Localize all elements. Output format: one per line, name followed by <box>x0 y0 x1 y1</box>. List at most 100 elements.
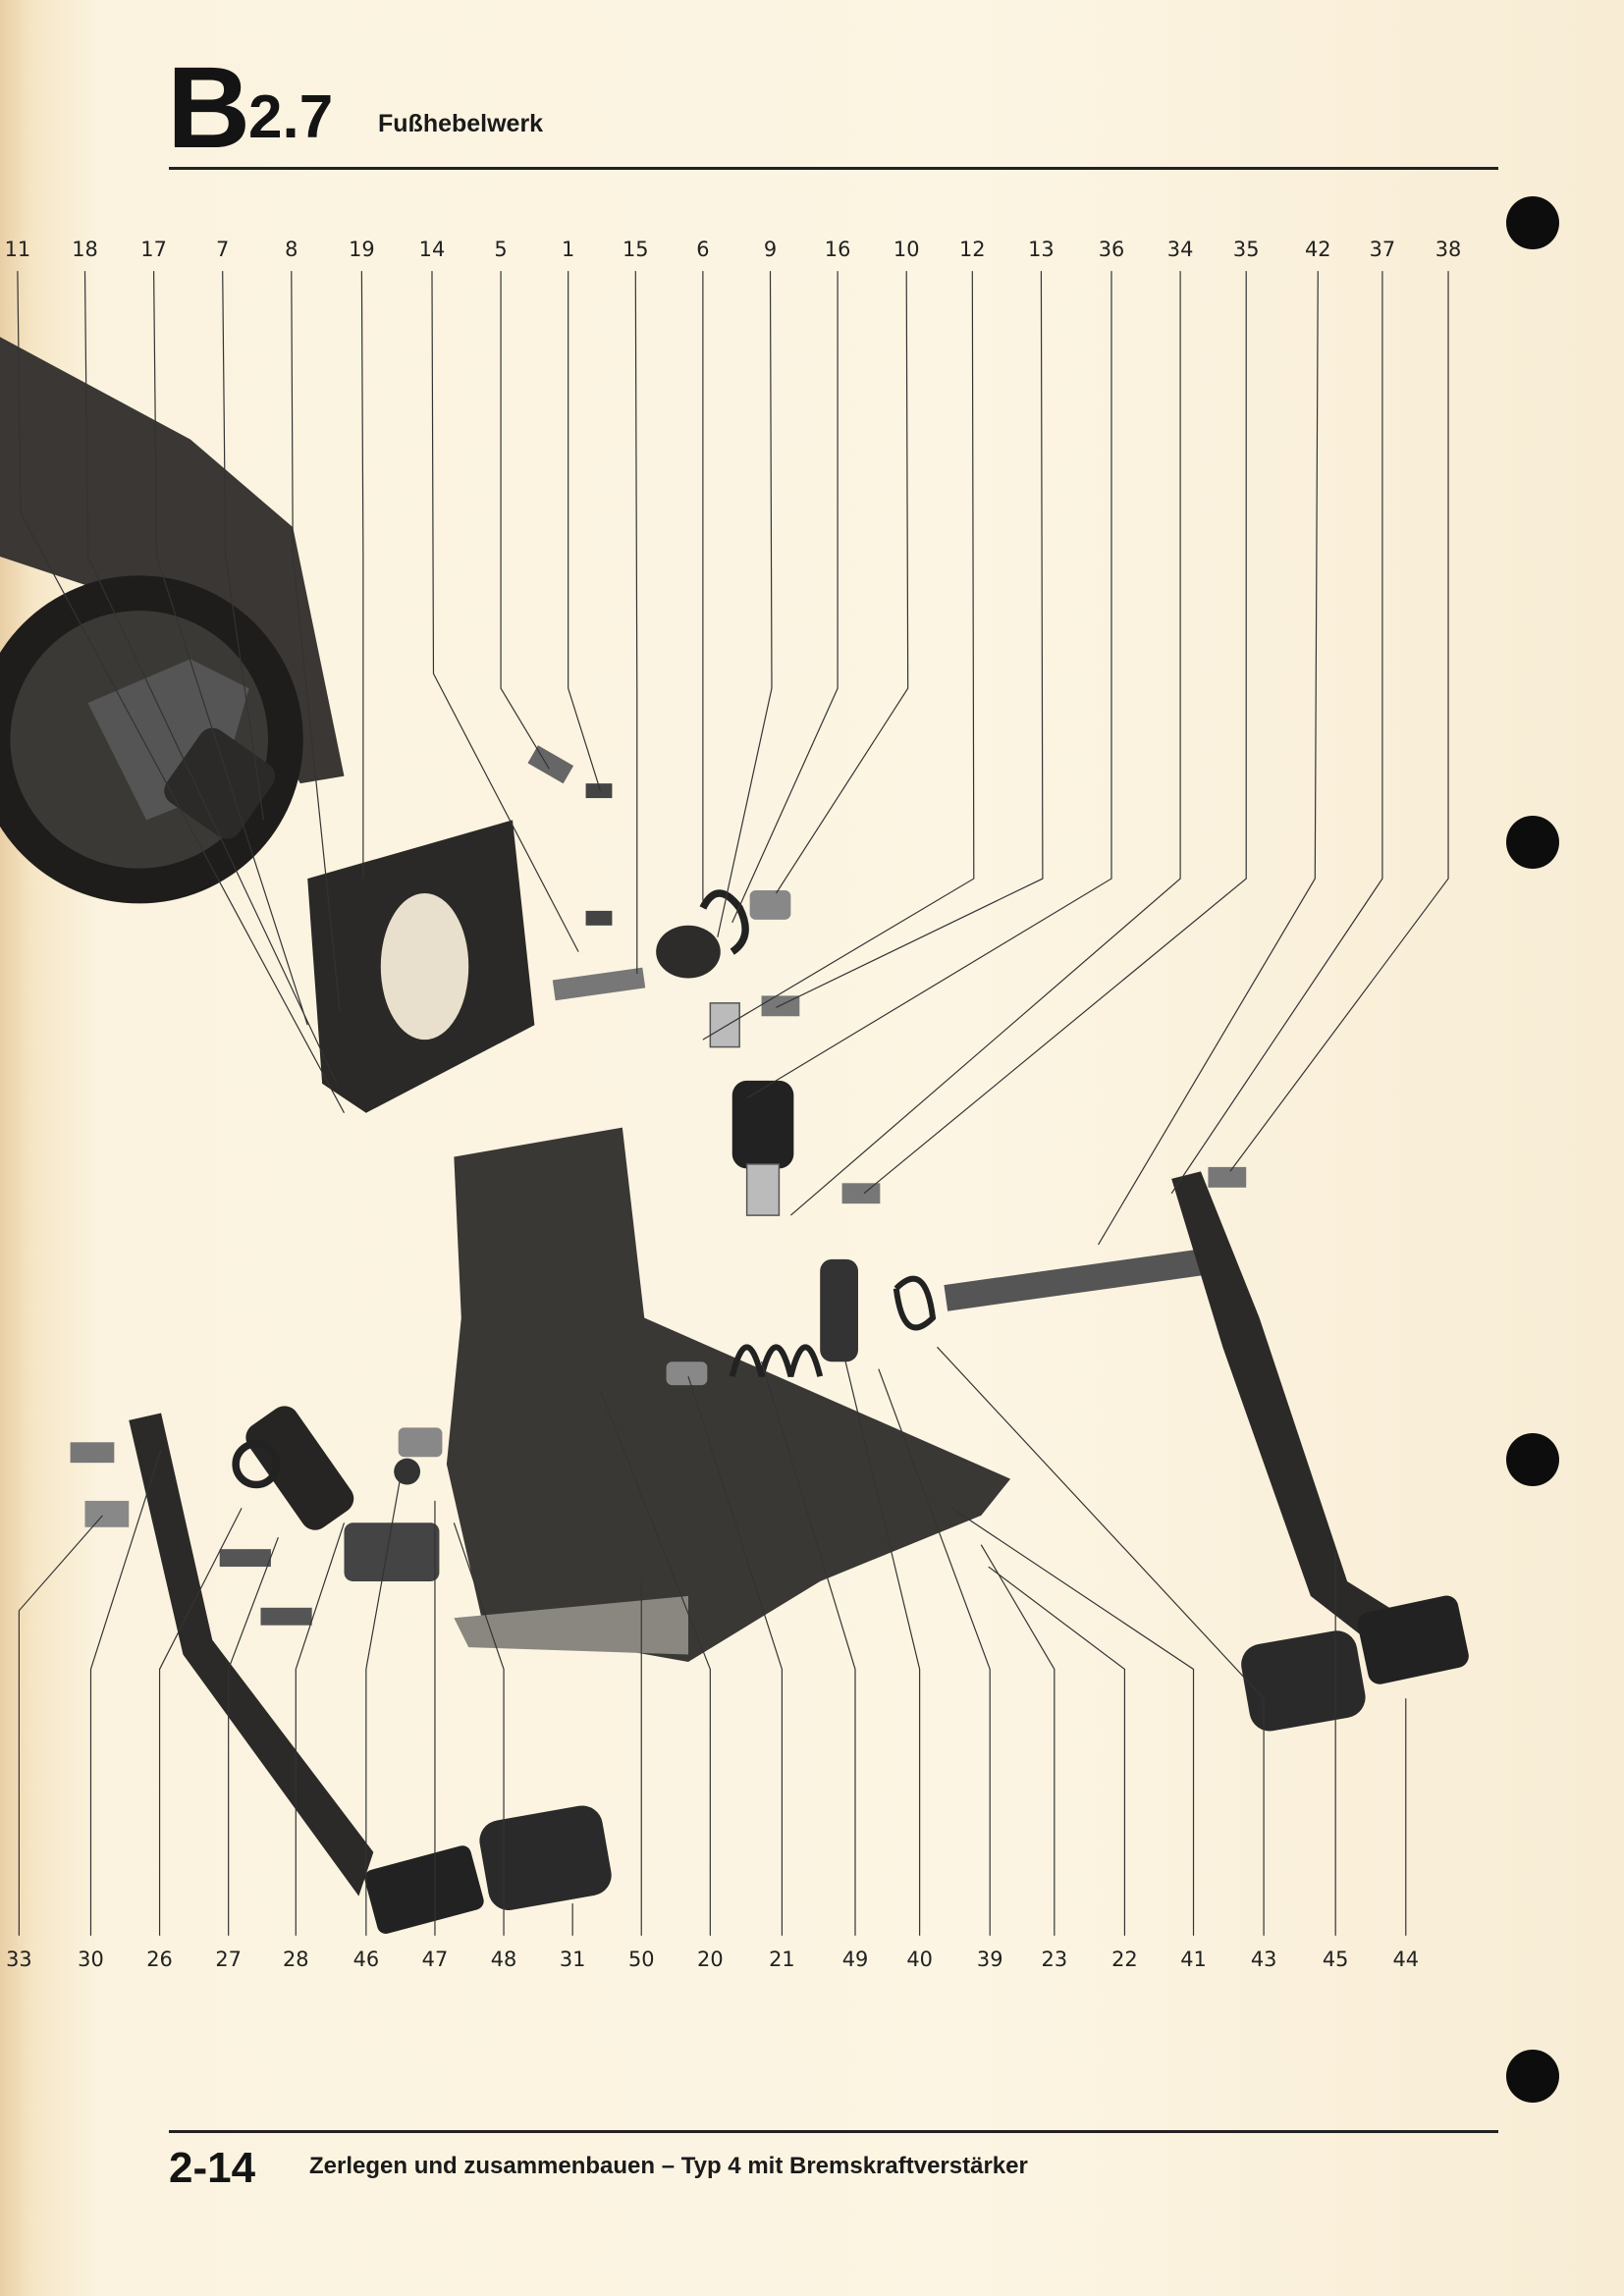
clevis-pin <box>841 1183 881 1204</box>
bolt <box>260 1607 312 1626</box>
callout-label-49: 49 <box>842 1948 869 1971</box>
leader-line <box>228 1537 279 1936</box>
callout-label-41: 41 <box>1180 1948 1207 1971</box>
parts-drawing <box>0 337 1469 1934</box>
torsion-spring <box>893 1275 937 1331</box>
bolt <box>585 910 613 926</box>
cross-shaft <box>944 1248 1209 1311</box>
leader-line <box>937 1346 1265 1936</box>
leader-line <box>222 271 265 821</box>
callout-label-39: 39 <box>977 1948 1003 1971</box>
bolt <box>585 783 613 799</box>
leader-line <box>731 271 839 924</box>
pedal-cluster-housing <box>446 1127 1011 1662</box>
leader-line <box>431 271 579 952</box>
leader-line <box>1170 271 1383 1195</box>
callout-label-35: 35 <box>1233 238 1260 261</box>
spring-clip <box>699 889 749 955</box>
page-number: 2-14 <box>169 2144 256 2192</box>
callout-label-27: 27 <box>215 1948 242 1971</box>
leader-line <box>702 271 975 1041</box>
bolt <box>70 1442 115 1464</box>
callout-label-30: 30 <box>78 1948 104 1971</box>
leader-line <box>988 1566 1126 1936</box>
callout-label-38: 38 <box>1435 238 1462 261</box>
pedal-pad-rubber <box>479 1805 612 1910</box>
callout-label-20: 20 <box>697 1948 724 1971</box>
punch-hole <box>1506 1433 1559 1486</box>
leader-line <box>980 1544 1056 1936</box>
leader-line <box>840 1347 921 1936</box>
callout-label-28: 28 <box>283 1948 309 1971</box>
pushrod-fork <box>344 1522 440 1581</box>
leader-line <box>789 271 1181 1216</box>
sleeve <box>398 1427 443 1458</box>
leader-line <box>746 271 1112 1099</box>
callout-label-13: 13 <box>1028 238 1055 261</box>
clutch-pedal-arm <box>129 1413 374 1896</box>
pushrod-clevis <box>745 1163 781 1216</box>
footer-title: Zerlegen und zusammenbauen – Typ 4 mit B… <box>309 2153 1028 2179</box>
leader-line <box>760 1362 856 1936</box>
spring <box>232 1440 281 1489</box>
callout-label-8: 8 <box>285 238 298 261</box>
callout-label-16: 16 <box>825 238 851 261</box>
callout-label-37: 37 <box>1370 238 1396 261</box>
brake-pedal-arm <box>1171 1171 1406 1648</box>
section-number: 2.7 <box>248 83 334 151</box>
callout-label-40: 40 <box>906 1948 933 1971</box>
clevis <box>709 1002 740 1048</box>
callout-label-21: 21 <box>769 1948 795 1971</box>
leader-line <box>500 271 550 770</box>
clutch-pedal-pad <box>364 1845 484 1934</box>
return-spring <box>729 1344 824 1377</box>
housing-flange <box>454 1595 688 1655</box>
callout-label-12: 12 <box>959 238 986 261</box>
pushrod-boot <box>731 1080 794 1169</box>
leader-line <box>153 271 308 1026</box>
sleeve <box>749 890 791 920</box>
pin <box>1208 1166 1247 1188</box>
clip-plate <box>527 745 574 784</box>
leader-line <box>291 271 341 1011</box>
header-rule <box>169 167 1498 170</box>
bracket-opening <box>380 892 469 1041</box>
callout-label-43: 43 <box>1251 1948 1277 1971</box>
punch-hole <box>1506 2050 1559 2103</box>
callout-label-9: 9 <box>764 238 777 261</box>
callout-label-46: 46 <box>353 1948 380 1971</box>
pivot-pin <box>552 967 646 1001</box>
callout-label-22: 22 <box>1111 1948 1138 1971</box>
leader-line <box>1229 271 1449 1172</box>
callout-label-50: 50 <box>628 1948 655 1971</box>
leader-line <box>951 1507 1195 1936</box>
callout-label-23: 23 <box>1042 1948 1068 1971</box>
leader-line <box>634 271 638 975</box>
callout-label-17: 17 <box>140 238 167 261</box>
callout-label-14: 14 <box>419 238 446 261</box>
leader-line <box>717 271 773 937</box>
leader-line <box>599 1390 711 1936</box>
brake-pedal-pad <box>1357 1595 1469 1684</box>
bushing <box>394 1458 421 1485</box>
leader-line <box>158 1508 243 1936</box>
callout-label-42: 42 <box>1305 238 1331 261</box>
callout-label-11: 11 <box>5 238 31 261</box>
booster-pushrod-boot <box>164 727 276 839</box>
callout-label-5: 5 <box>494 238 507 261</box>
leader-line <box>89 1449 162 1936</box>
callout-label-34: 34 <box>1167 238 1194 261</box>
punch-hole <box>1506 816 1559 869</box>
sleeve <box>666 1362 708 1386</box>
footer-rule <box>169 2130 1498 2133</box>
leader-line <box>568 271 602 791</box>
sleeve <box>84 1500 130 1527</box>
leader-line <box>18 1515 103 1936</box>
callout-label-15: 15 <box>623 238 649 261</box>
callout-label-18: 18 <box>72 238 98 261</box>
callout-label-10: 10 <box>893 238 920 261</box>
leader-line <box>295 1522 346 1936</box>
leader-line <box>453 1522 505 1936</box>
